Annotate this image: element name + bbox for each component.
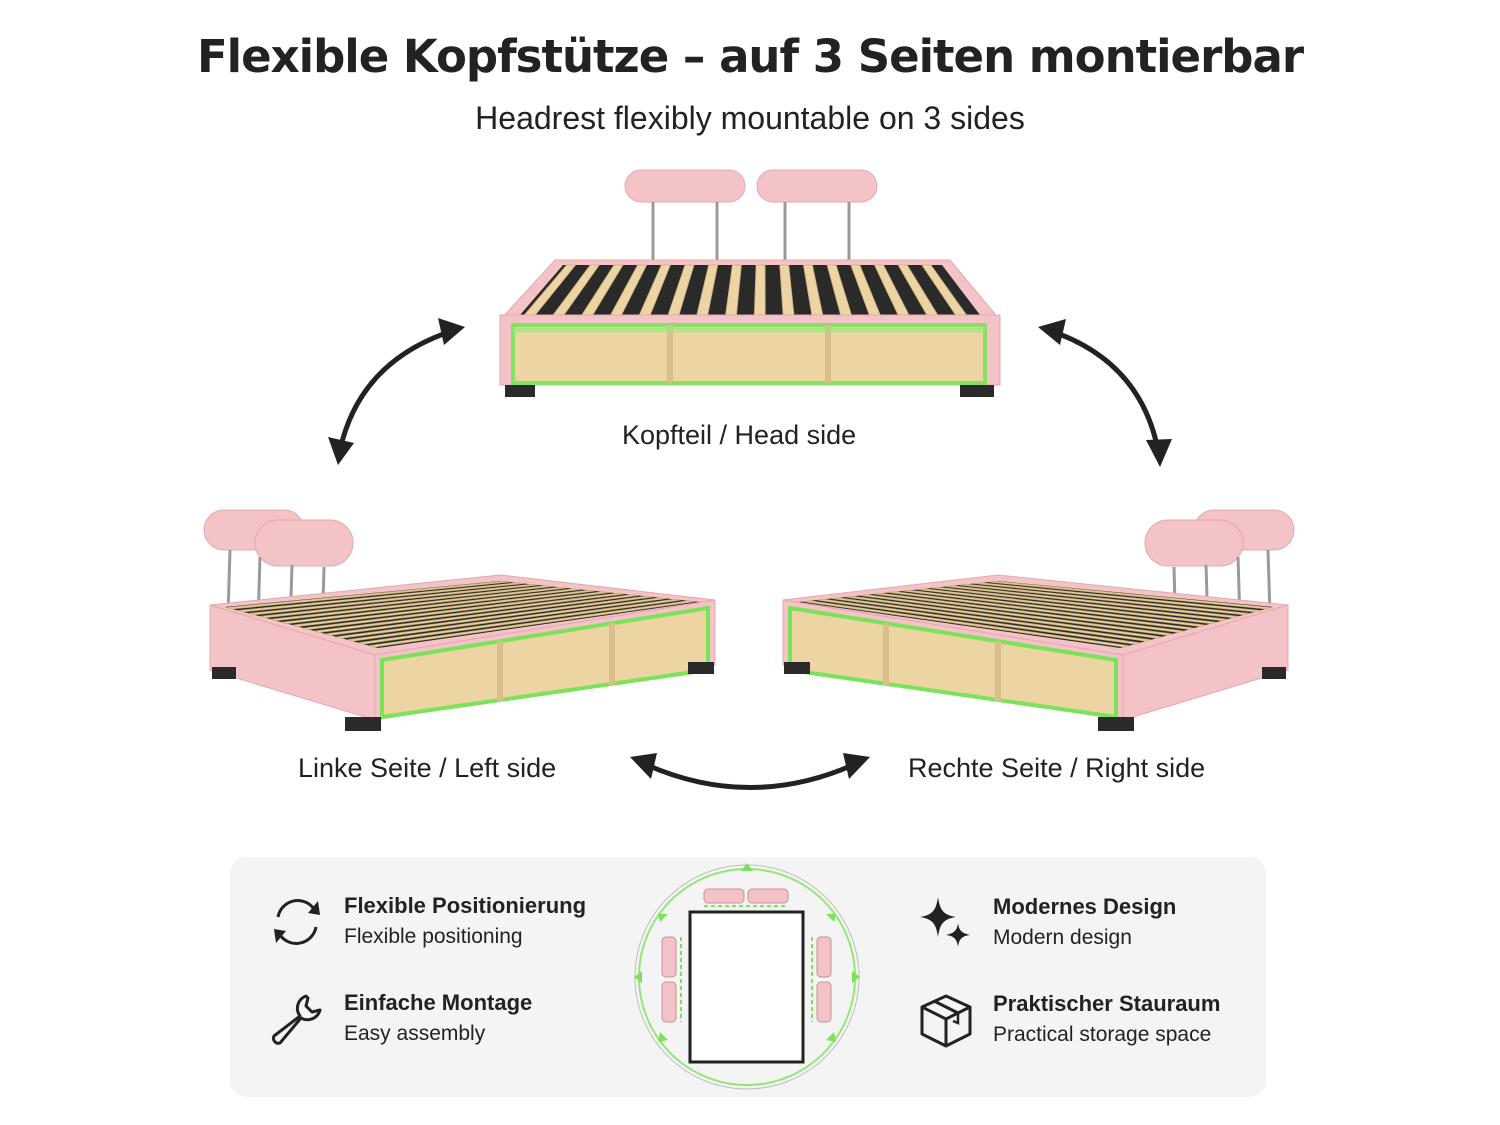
feature-design-title: Modernes Design (993, 894, 1177, 919)
bed-slat (831, 597, 1151, 642)
feature-flexible: Flexible Positionierung Flexible positio… (344, 893, 586, 949)
wrench-icon (272, 994, 322, 1045)
bed-slat (845, 595, 1162, 639)
feature-storage-subtitle: Practical storage space (993, 1023, 1212, 1046)
bed-slat (259, 585, 553, 619)
bed-slat (303, 591, 610, 630)
bed-slat (281, 588, 581, 624)
feature-storage-title: Praktischer Stauraum (993, 991, 1221, 1016)
bed-slat (988, 580, 1271, 610)
sparkle-icon (920, 897, 970, 947)
left-side-label: Linke Seite / Left side (298, 753, 557, 783)
bed-slat (227, 580, 510, 610)
feature-assembly-subtitle: Easy assembly (344, 1022, 486, 1045)
arrow-head-to-left (328, 318, 465, 465)
rotate-arrows-icon (274, 899, 320, 945)
arrow-head-to-right (1038, 319, 1172, 467)
bed-slat (292, 589, 596, 627)
bed-slat (874, 592, 1184, 633)
bed-slat (817, 598, 1140, 645)
bed-slat (358, 598, 681, 645)
right-side-label: Rechte Seite / Right side (908, 753, 1206, 783)
mounting-positions-diagram (634, 863, 860, 1090)
bed-slat (270, 586, 567, 622)
feature-design: Modernes Design Modern design (993, 894, 1176, 950)
feature-flexible-subtitle: Flexible positioning (344, 925, 523, 948)
bed-slat (974, 582, 1260, 613)
arrow-left-to-right (630, 753, 870, 790)
bed-slat (314, 592, 624, 633)
feature-assembly-title: Einfache Montage (344, 990, 533, 1015)
bed-slat (336, 595, 653, 639)
bed-slat (931, 586, 1228, 622)
bed-slat (238, 582, 524, 613)
feature-design-subtitle: Modern design (993, 926, 1132, 949)
bed-slat (802, 600, 1129, 648)
bed-slat (888, 591, 1195, 630)
page-subtitle: Headrest flexibly mountable on 3 sides (475, 100, 1025, 136)
bed-slat (917, 588, 1217, 624)
bed-slat (902, 589, 1206, 627)
bed-left-side-image (203, 509, 716, 731)
feature-flexible-title: Flexible Positionierung (344, 893, 587, 918)
feature-assembly: Einfache Montage Easy assembly (344, 990, 532, 1046)
head-side-label: Kopfteil / Head side (622, 420, 857, 450)
bed-right-side-image (782, 509, 1295, 731)
bed-slat (960, 583, 1250, 616)
bed-slat (945, 585, 1239, 619)
feature-storage: Praktischer Stauraum Practical storage s… (993, 991, 1220, 1047)
page-title: Flexible Kopfstütze – auf 3 Seiten monti… (196, 30, 1304, 83)
bed-slat (369, 600, 696, 648)
bed-slat (753, 264, 766, 316)
box-icon (920, 994, 972, 1048)
bed-slat (347, 597, 667, 642)
bed-slat (248, 583, 538, 616)
bed-head-side-image (498, 169, 1002, 397)
bed-slat (325, 594, 638, 636)
bed-slat (860, 594, 1173, 636)
